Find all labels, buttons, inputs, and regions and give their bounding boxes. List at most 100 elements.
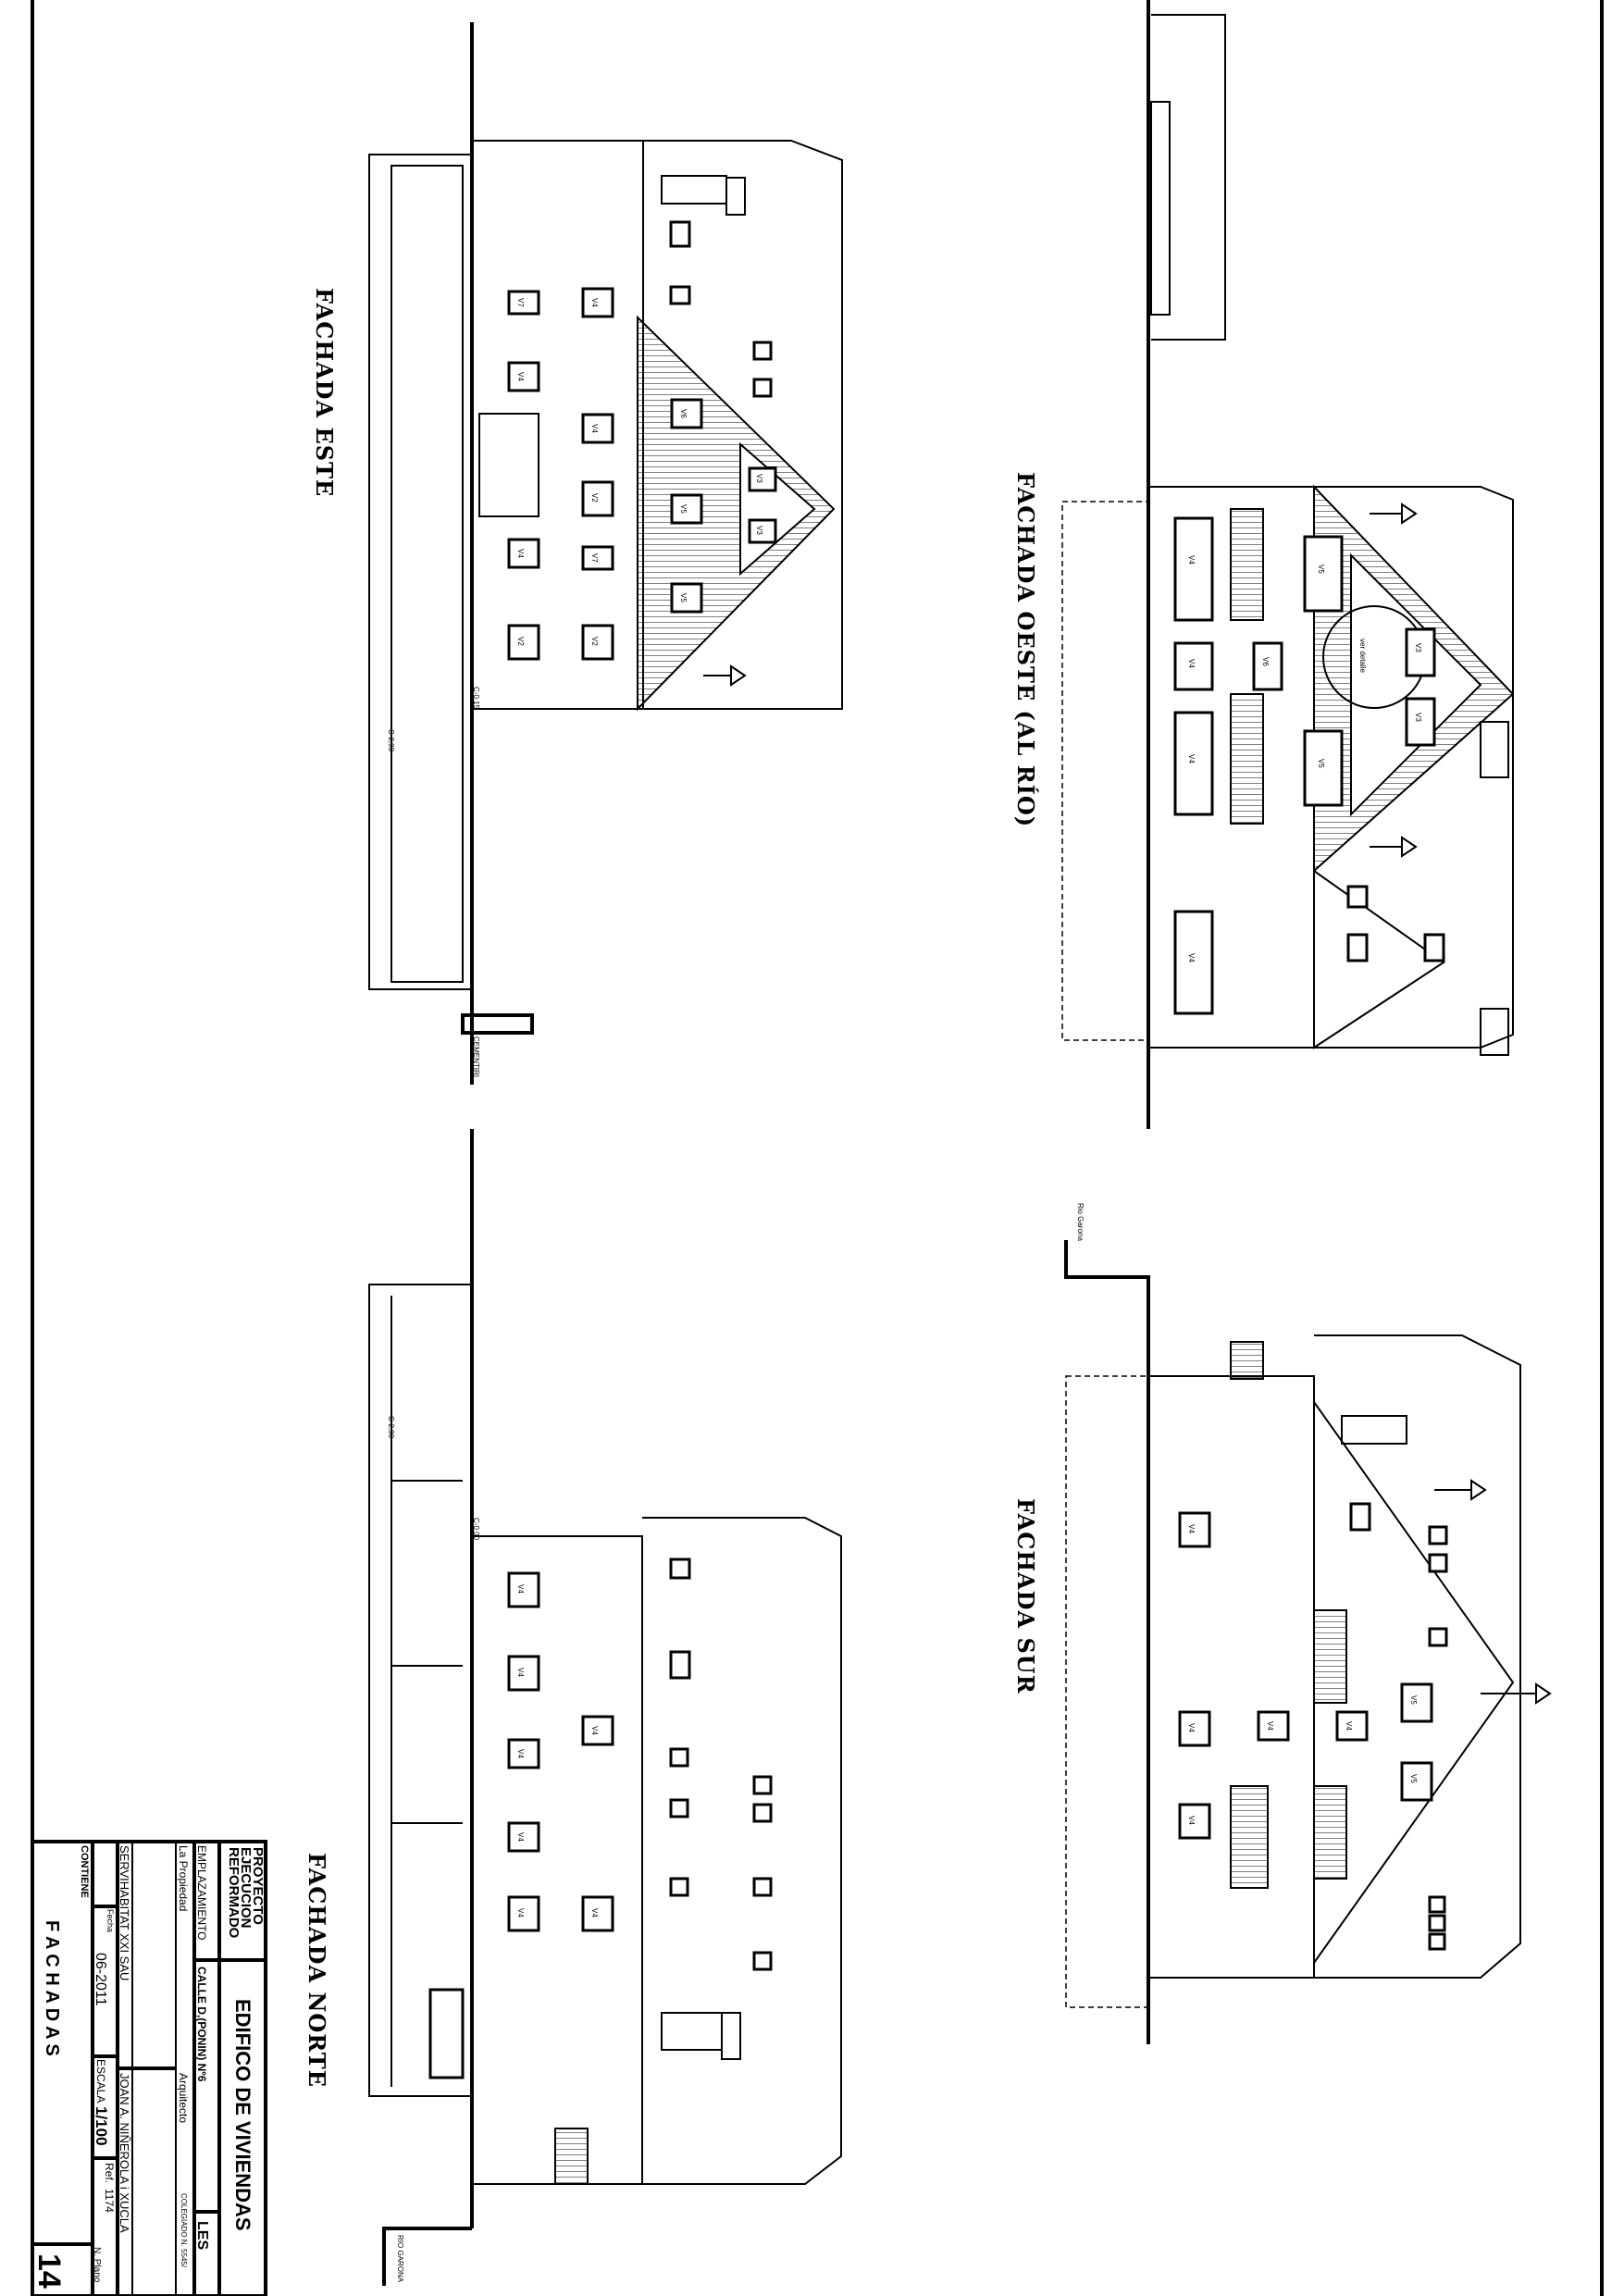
architect: JOAN A. NIÑEROLA i XUCLA (118, 2073, 131, 2233)
facade-east: FACHADA ESTE CEMENTIRI C-0,15 C-2,90 V7 … (311, 22, 843, 1085)
window-tag-label: V4 (1187, 1524, 1196, 1533)
project-type: PROYECTO EJECUCION REFORMADO (226, 1847, 266, 1939)
owner-label: La Propiedad (177, 1845, 190, 1911)
facade-south: FACHADA SUR Rio Garona V4 V4 V4 V4 V4 V5… (1012, 1203, 1552, 2044)
project-type-line: PROYECTO (250, 1847, 266, 1925)
ref-label: Ref. (103, 2163, 116, 2183)
window-tag-label: V4 (1266, 1721, 1274, 1731)
address: CALLE D,(PONIN) Nº6 (195, 1967, 208, 2082)
window-tag-label: V5 (1317, 565, 1325, 574)
gable-south (1313, 869, 1445, 1049)
facade-north: FACHADA NORTE RIO GARONA C-0,00 C-2,90 V… (304, 1129, 842, 2286)
window-tag-label: V2 (590, 637, 599, 646)
window-tag-label: V4 (1187, 953, 1196, 962)
window-tag-label: V4 (1187, 659, 1196, 668)
window-tag-label: V6 (1261, 657, 1270, 666)
window-tag-label: V4 (590, 1908, 599, 1917)
roof-profile (642, 1517, 842, 2185)
date: 06-2011 (93, 1953, 108, 2006)
window-tag-label: V4 (516, 1832, 525, 1842)
window-tag-label: V4 (516, 549, 525, 558)
window-tag-label: V6 (679, 409, 688, 418)
level-pool-label: C-2,90 (387, 729, 395, 752)
window-tag-label: V3 (1414, 643, 1422, 652)
window-tag-label: V4 (516, 1584, 525, 1594)
window-tag-label: V2 (516, 637, 525, 646)
river-label: Rio Garona (1076, 1203, 1085, 1241)
window-tags: V4 V4 V4 V4 V5 V5 V6 V3 V3 (1173, 516, 1436, 1015)
neighbor-label: CEMENTIRI (472, 1036, 480, 1077)
window-tag-label: V4 (1345, 1721, 1353, 1731)
project-name: EDIFICO DE VIVIENDAS (231, 1999, 254, 2231)
window-tag-label: V4 (516, 1908, 525, 1917)
title-block: PROYECTO EJECUCION REFORMADO EDIFICO DE … (31, 1840, 267, 2296)
pool-inner (391, 165, 464, 983)
terrain-dashed (1065, 1375, 1149, 2008)
window-tags: V7 V4 V4 V2 V4 V4 V2 V7 V2 V6 V5 V5 V3 V… (507, 287, 777, 661)
chimney (661, 175, 727, 205)
adjacent-building (1151, 14, 1226, 341)
window-tag-label: V3 (755, 526, 763, 535)
facade-west: FACHADA OESTE (AL RÍO) ver detalle V4 V4… (1012, 0, 1515, 1129)
window-tag-label: V3 (755, 474, 763, 483)
window-tag-label: V4 (1187, 1816, 1196, 1825)
plan-number-label: N. Plano (92, 2247, 102, 2283)
project-type-line: REFORMADO (226, 1847, 242, 1939)
architect-label: Arquitecto (177, 2073, 190, 2123)
pool-steps (428, 1988, 465, 2079)
window-tag-label: V4 (590, 298, 599, 307)
roof-openings (669, 1558, 773, 1971)
window-tag-label: V5 (679, 593, 688, 602)
chimney (661, 2012, 723, 2051)
pool-outline (368, 1284, 473, 2097)
river-label: RIO GARONA (396, 2235, 404, 2283)
level-pool-label: C-2,90 (387, 1416, 395, 1439)
balconies (1230, 508, 1264, 825)
scale-label: ESCALA (94, 2059, 107, 2103)
window-tag-label: V7 (516, 298, 525, 307)
contents-label: CONTIENE (79, 1845, 90, 1898)
window-tag-label: V5 (1409, 1774, 1418, 1783)
neighbor-wall (461, 1013, 534, 1035)
scale: 1/100 (93, 2106, 110, 2146)
sheet-border (31, 0, 1604, 2296)
window-tag-label: V4 (1187, 555, 1196, 565)
date-label: Fecha (105, 1909, 115, 1932)
window-tag-label: V2 (590, 493, 599, 503)
pool-outline (368, 154, 473, 990)
window-tag-label: V4 (1187, 1723, 1196, 1732)
chimney (1480, 721, 1509, 778)
window-tag-label: V5 (679, 504, 688, 514)
window-tag-label: V7 (590, 553, 599, 563)
facade-west-title: FACHADA OESTE (AL RÍO) (1012, 472, 1039, 827)
detail-note: ver detalle (1358, 639, 1367, 673)
town: LES (194, 2221, 210, 2250)
facade-east-title: FACHADA ESTE (311, 288, 338, 497)
window-tag-label: V5 (1409, 1695, 1418, 1705)
window-tags: V4 V4 V4 V4 V4 V5 V5 (1178, 1511, 1433, 1840)
plan-number: 14 (31, 2253, 67, 2289)
window-tag-label: V4 (516, 1749, 525, 1758)
balcony (554, 2128, 589, 2185)
owner: SERVIHABITAT XXI SAU (118, 1845, 131, 1980)
window-tag-label: V4 (516, 372, 525, 381)
roof-profile (1314, 1334, 1521, 1979)
facade-south-title: FACHADA SUR (1012, 1498, 1039, 1694)
window-tag-label: V4 (1187, 754, 1196, 763)
contents: F A C H A D A S (42, 1920, 62, 2056)
roof-profile (1314, 486, 1514, 1049)
registration: COLEGIADO N. 5545/ (180, 2193, 188, 2268)
level-ground-label: C-0,00 (472, 1518, 480, 1541)
window-tag-label: V4 (590, 424, 599, 433)
facade-north-title: FACHADA NORTE (304, 1853, 330, 2088)
window-tag-label: V4 (516, 1668, 525, 1677)
window-tag-label: V4 (590, 1726, 599, 1735)
location-label: EMPLAZAMIENTO (195, 1845, 208, 1940)
roof-profile (642, 140, 843, 710)
project-type-line: EJECUCION (238, 1847, 254, 1929)
building-wall (471, 140, 644, 710)
chimney-2 (1480, 1008, 1509, 1056)
window-tag-label: V5 (1317, 759, 1325, 768)
level-ground-label: C-0,15 (472, 687, 480, 710)
